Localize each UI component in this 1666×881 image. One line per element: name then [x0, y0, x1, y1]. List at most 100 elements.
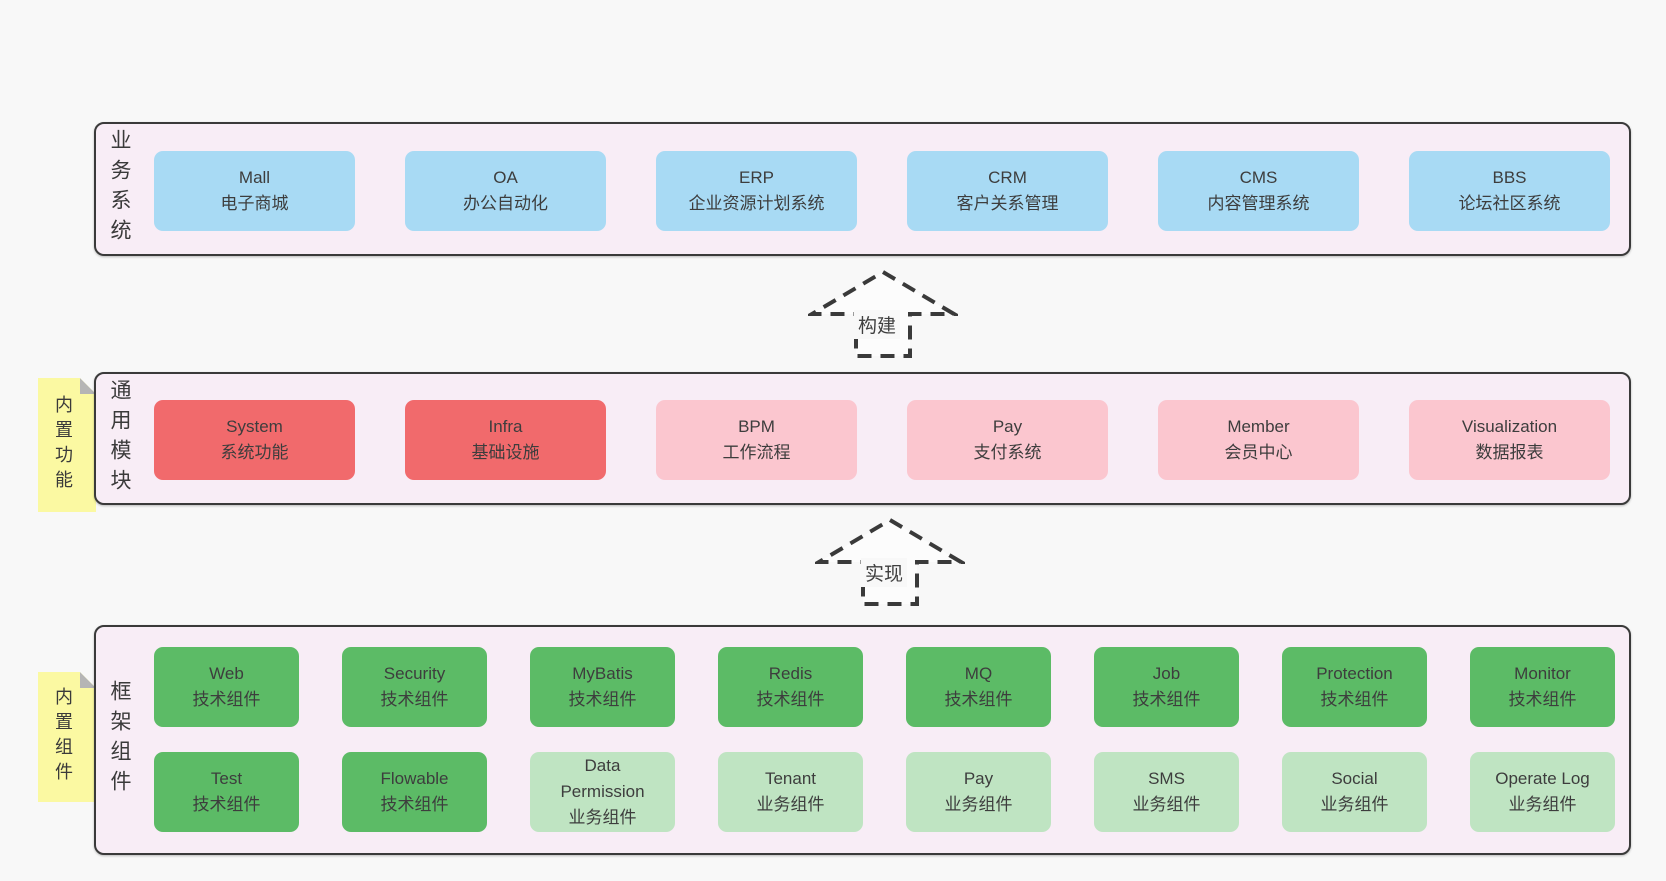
- box-data-permission-subtitle: 业务组件: [568, 808, 637, 827]
- box-redis-subtitle: 技术组件: [756, 690, 825, 709]
- box-bbs: BBS 论坛社区系统: [1409, 151, 1610, 231]
- tab-built-in-features-label: 内置功能: [53, 395, 73, 495]
- arrow-build: 构建: [808, 268, 958, 360]
- box-cms-title: CMS: [1239, 168, 1278, 187]
- layer-business-label: 业务系统: [108, 129, 131, 249]
- box-pay-component-subtitle: 业务组件: [944, 795, 1013, 814]
- box-social-subtitle: 业务组件: [1320, 795, 1389, 814]
- modules-boxes-row: System 系统功能 Infra 基础设施 BPM 工作流程 Pay 支付系统…: [154, 400, 1610, 480]
- box-operate-log-subtitle: 业务组件: [1508, 795, 1577, 814]
- box-flowable-title: Flowable: [380, 769, 449, 788]
- box-tenant-subtitle: 业务组件: [756, 795, 825, 814]
- box-monitor: Monitor 技术组件: [1470, 647, 1615, 727]
- box-protection-subtitle: 技术组件: [1320, 690, 1389, 709]
- box-test-subtitle: 技术组件: [192, 795, 261, 814]
- box-bpm-title: BPM: [738, 417, 775, 436]
- box-pay-module-subtitle: 支付系统: [973, 443, 1042, 462]
- box-monitor-subtitle: 技术组件: [1508, 690, 1577, 709]
- box-tenant: Tenant 业务组件: [718, 752, 863, 832]
- box-visualization: Visualization 数据报表: [1409, 400, 1610, 480]
- box-operate-log: Operate Log 业务组件: [1470, 752, 1615, 832]
- box-visualization-subtitle: 数据报表: [1475, 443, 1544, 462]
- components-biz-row: Test 技术组件 Flowable 技术组件 Data Permission …: [154, 752, 1615, 832]
- business-boxes-row: Mall 电子商城 OA 办公自动化 ERP 企业资源计划系统 CRM 客户关系…: [154, 151, 1610, 231]
- box-job-subtitle: 技术组件: [1132, 690, 1201, 709]
- box-mybatis: MyBatis 技术组件: [530, 647, 675, 727]
- arrow-implement-label: 实现: [860, 558, 908, 587]
- box-web-subtitle: 技术组件: [192, 690, 261, 709]
- layer-framework-components: 框架组件 Web 技术组件 Security 技术组件 MyBatis 技术组件…: [94, 625, 1631, 855]
- box-bpm: BPM 工作流程: [656, 400, 857, 480]
- box-tenant-title: Tenant: [764, 769, 817, 788]
- box-system: System 系统功能: [154, 400, 355, 480]
- tab-built-in-components-label: 内置组件: [53, 687, 73, 787]
- box-monitor-title: Monitor: [1514, 664, 1571, 683]
- box-erp: ERP 企业资源计划系统: [656, 151, 857, 231]
- box-mq: MQ 技术组件: [906, 647, 1051, 727]
- box-mq-title: MQ: [964, 664, 993, 683]
- box-test-title: Test: [210, 769, 243, 788]
- box-crm: CRM 客户关系管理: [907, 151, 1108, 231]
- box-flowable: Flowable 技术组件: [342, 752, 487, 832]
- box-cms: CMS 内容管理系统: [1158, 151, 1359, 231]
- box-crm-subtitle: 客户关系管理: [956, 194, 1059, 213]
- box-infra-subtitle: 基础设施: [471, 443, 540, 462]
- box-oa-subtitle: 办公自动化: [463, 194, 548, 213]
- box-sms-subtitle: 业务组件: [1132, 795, 1201, 814]
- box-security-subtitle: 技术组件: [380, 690, 449, 709]
- box-mq-subtitle: 技术组件: [944, 690, 1013, 709]
- box-mall: Mall 电子商城: [154, 151, 355, 231]
- box-pay-module-title: Pay: [992, 417, 1023, 436]
- box-member: Member 会员中心: [1158, 400, 1359, 480]
- layer-components-label: 框架组件: [108, 680, 131, 800]
- tab-built-in-components: 内置组件: [38, 672, 96, 802]
- box-test: Test 技术组件: [154, 752, 299, 832]
- box-system-title: System: [226, 417, 283, 436]
- box-social-title: Social: [1331, 769, 1378, 788]
- box-bbs-subtitle: 论坛社区系统: [1458, 194, 1561, 213]
- box-crm-title: CRM: [988, 168, 1027, 187]
- layer-common-modules: 通用模块 System 系统功能 Infra 基础设施 BPM 工作流程 Pay…: [94, 372, 1631, 505]
- components-tech-row: Web 技术组件 Security 技术组件 MyBatis 技术组件 Redi…: [154, 647, 1615, 727]
- box-cms-subtitle: 内容管理系统: [1207, 194, 1310, 213]
- box-member-title: Member: [1227, 417, 1290, 436]
- box-system-subtitle: 系统功能: [220, 443, 289, 462]
- box-data-permission-title: Data Permission: [560, 756, 645, 801]
- box-bpm-subtitle: 工作流程: [722, 443, 791, 462]
- box-data-permission: Data Permission 业务组件: [530, 752, 675, 832]
- box-job: Job 技术组件: [1094, 647, 1239, 727]
- box-social: Social 业务组件: [1282, 752, 1427, 832]
- box-job-title: Job: [1152, 664, 1181, 683]
- box-security: Security 技术组件: [342, 647, 487, 727]
- box-oa: OA 办公自动化: [405, 151, 606, 231]
- box-infra-title: Infra: [488, 417, 523, 436]
- box-mall-title: Mall: [238, 168, 271, 187]
- box-sms-title: SMS: [1148, 769, 1185, 788]
- box-bbs-title: BBS: [1492, 168, 1527, 187]
- box-redis-title: Redis: [768, 664, 813, 683]
- box-protection-title: Protection: [1316, 664, 1393, 683]
- box-infra: Infra 基础设施: [405, 400, 606, 480]
- layer-business-systems: 业务系统 Mall 电子商城 OA 办公自动化 ERP 企业资源计划系统 CRM…: [94, 122, 1631, 256]
- box-redis: Redis 技术组件: [718, 647, 863, 727]
- box-web: Web 技术组件: [154, 647, 299, 727]
- box-security-title: Security: [383, 664, 446, 683]
- box-mybatis-subtitle: 技术组件: [568, 690, 637, 709]
- tab-built-in-features: 内置功能: [38, 378, 96, 512]
- box-member-subtitle: 会员中心: [1224, 443, 1293, 462]
- box-flowable-subtitle: 技术组件: [380, 795, 449, 814]
- box-web-title: Web: [209, 664, 244, 683]
- box-operate-log-title: Operate Log: [1495, 769, 1590, 788]
- box-pay-module: Pay 支付系统: [907, 400, 1108, 480]
- box-pay-component: Pay 业务组件: [906, 752, 1051, 832]
- box-pay-component-title: Pay: [963, 769, 994, 788]
- layer-modules-label: 通用模块: [108, 378, 131, 499]
- box-protection: Protection 技术组件: [1282, 647, 1427, 727]
- arrow-build-label: 构建: [853, 310, 901, 339]
- box-erp-subtitle: 企业资源计划系统: [688, 194, 825, 213]
- box-erp-title: ERP: [739, 168, 774, 187]
- box-visualization-title: Visualization: [1461, 417, 1558, 436]
- box-mybatis-title: MyBatis: [572, 664, 633, 683]
- box-sms: SMS 业务组件: [1094, 752, 1239, 832]
- box-mall-subtitle: 电子商城: [220, 194, 289, 213]
